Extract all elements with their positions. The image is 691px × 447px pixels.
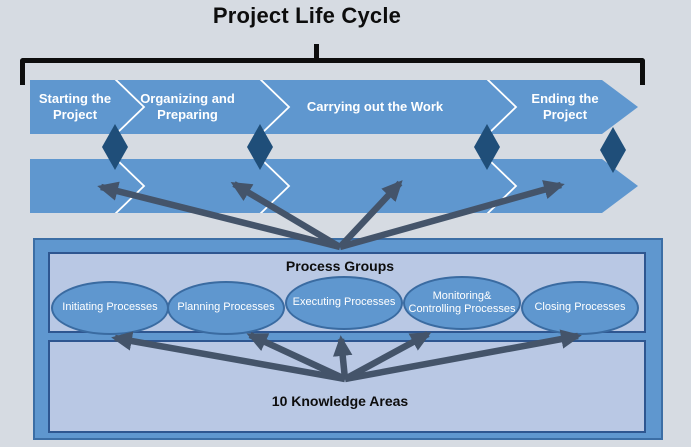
- ellipse-closing-processes: Closing Processes: [521, 281, 639, 335]
- chevron-separator-icon: [259, 159, 291, 213]
- phase-starting-the-project: Starting the Project: [38, 90, 112, 122]
- ellipse-monitoring-controlling-processes: Monitoring& Controlling Processes: [403, 276, 521, 330]
- ellipse-executing-processes: Executing Processes: [285, 276, 403, 330]
- phase-organizing-and-preparing: Organizing and Preparing: [140, 90, 235, 122]
- process-groups-label: Process Groups: [285, 258, 395, 274]
- knowledge-areas-label: 10 Knowledge Areas: [271, 393, 409, 409]
- diagram-title: Project Life Cycle: [212, 3, 402, 28]
- brace-bracket-tick: [314, 44, 319, 60]
- lifecycle-timeline-band: [30, 159, 638, 213]
- ellipse-planning-processes: Planning Processes: [167, 281, 285, 335]
- chevron-separator-icon: [114, 159, 146, 213]
- phase-ending-the-project: Ending the Project: [531, 90, 599, 122]
- lifecycle-phase-band: Starting the Project Organizing and Prep…: [30, 80, 638, 134]
- chevron-separator-icon: [486, 80, 518, 134]
- phase-carrying-out-the-work: Carrying out the Work: [306, 98, 444, 114]
- ellipse-initiating-processes: Initiating Processes: [51, 281, 169, 335]
- knowledge-areas-box: [48, 340, 646, 433]
- chevron-separator-icons: [114, 159, 518, 213]
- brace-bracket: [20, 58, 645, 85]
- chevron-separator-icon: [486, 159, 518, 213]
